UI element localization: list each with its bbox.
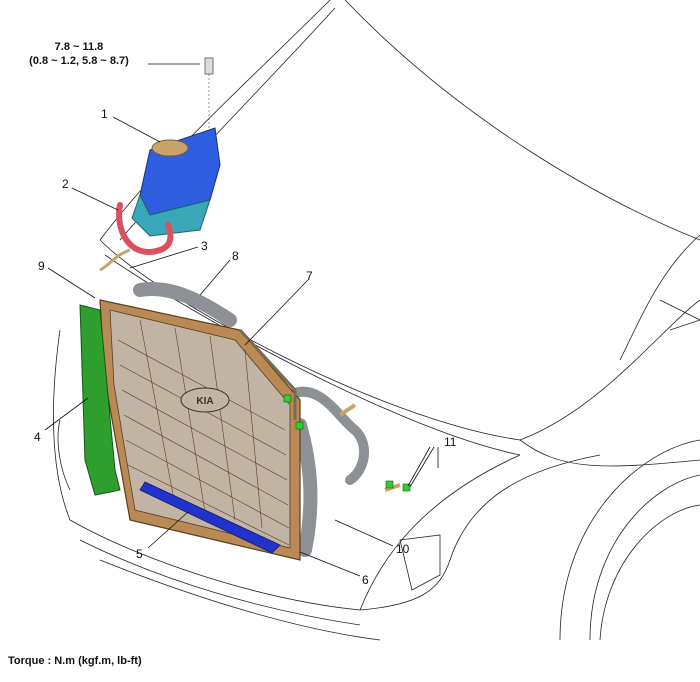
vehicle-outline xyxy=(53,0,700,641)
hoses xyxy=(99,202,401,557)
coolant-reservoir xyxy=(131,57,221,237)
callout-1: 1 xyxy=(101,107,108,121)
upper-hose xyxy=(133,282,237,327)
lower-hose xyxy=(293,418,318,557)
clip-icon xyxy=(295,421,304,430)
leader-lines xyxy=(44,63,439,577)
side-bracket xyxy=(79,304,121,496)
torque-spec-line2: (0.8 ~ 1.2, 5.8 ~ 8.7) xyxy=(29,55,129,67)
callout-10: 10 xyxy=(396,542,410,556)
clip-icon xyxy=(402,483,411,492)
radiator-assembly: KIA xyxy=(79,299,411,561)
callout-11: 11 xyxy=(444,435,457,449)
overflow-hose xyxy=(116,202,174,255)
callout-3: 3 xyxy=(201,239,208,253)
callout-9: 9 xyxy=(38,259,45,273)
kia-badge xyxy=(180,387,230,413)
clip-icon xyxy=(385,480,394,489)
callout-5: 5 xyxy=(136,547,143,561)
kia-badge-text: KIA xyxy=(196,396,213,407)
callout-6: 6 xyxy=(362,573,369,587)
callout-8: 8 xyxy=(232,249,239,263)
callout-7: 7 xyxy=(306,269,313,283)
torque-spec-line1: 7.8 ~ 11.8 xyxy=(54,41,104,53)
clip-icon xyxy=(283,394,292,403)
reservoir-cap xyxy=(151,139,189,157)
bolt-icon xyxy=(204,57,214,75)
callout-4: 4 xyxy=(34,430,41,444)
torque-unit-caption: Torque : N.m (kgf.m, lb-ft) xyxy=(8,655,142,667)
lower-seal xyxy=(139,481,281,554)
torque-spec: 7.8 ~ 11.8 (0.8 ~ 1.2, 5.8 ~ 8.7) xyxy=(14,40,144,68)
callout-2: 2 xyxy=(62,177,69,191)
